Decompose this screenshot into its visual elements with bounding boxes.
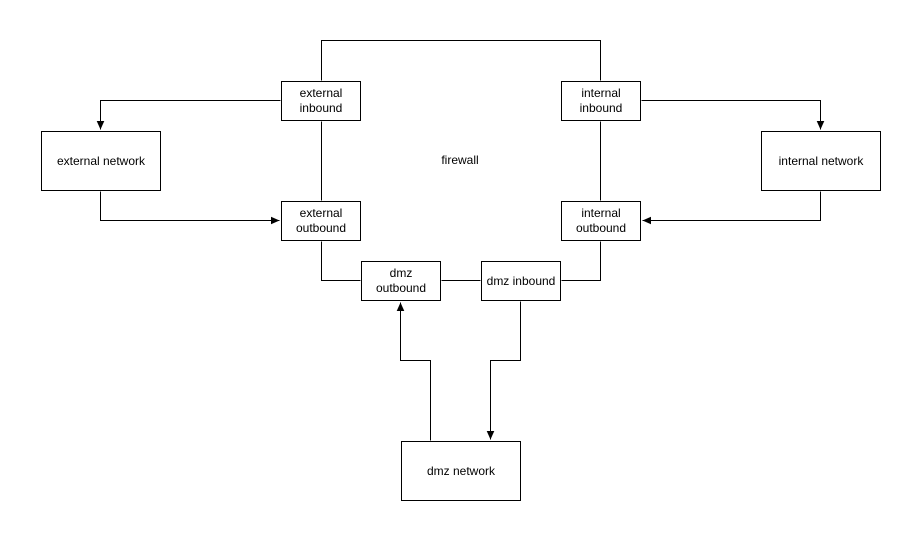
node-external-inbound-label: external inbound bbox=[299, 86, 343, 115]
node-dmz-outbound[interactable]: dmz outbound bbox=[361, 261, 441, 301]
node-internal-network-label: internal network bbox=[778, 153, 864, 168]
node-internal-network[interactable]: internal network bbox=[761, 131, 881, 191]
node-internal-inbound-label: internal inbound bbox=[579, 86, 623, 115]
edge-internal-outbound-to-dmz-inbound[interactable] bbox=[561, 241, 601, 281]
edge-external-outbound-to-dmz-outbound[interactable] bbox=[321, 241, 361, 281]
node-external-outbound-label: external outbound bbox=[295, 206, 347, 235]
node-external-outbound[interactable]: external outbound bbox=[281, 201, 361, 241]
edge-external-network-to-external-outbound[interactable] bbox=[100, 191, 280, 225]
node-dmz-inbound-label: dmz inbound bbox=[486, 273, 556, 288]
node-external-network-label: external network bbox=[56, 153, 146, 168]
node-external-network[interactable]: external network bbox=[41, 131, 161, 191]
node-dmz-network[interactable]: dmz network bbox=[401, 441, 521, 501]
firewall-label: firewall bbox=[441, 153, 479, 167]
node-internal-outbound[interactable]: internal outbound bbox=[561, 201, 641, 241]
edge-external-inbound-to-internal-inbound[interactable] bbox=[321, 40, 601, 81]
edge-internal-inbound-to-internal-network[interactable] bbox=[641, 100, 825, 130]
node-dmz-inbound[interactable]: dmz inbound bbox=[481, 261, 561, 301]
node-internal-outbound-label: internal outbound bbox=[575, 206, 627, 235]
edge-dmz-network-to-dmz-outbound[interactable] bbox=[396, 302, 431, 441]
node-dmz-outbound-label: dmz outbound bbox=[375, 266, 427, 295]
node-external-inbound[interactable]: external inbound bbox=[281, 81, 361, 121]
edge-external-inbound-to-external-network[interactable] bbox=[96, 100, 281, 130]
node-internal-inbound[interactable]: internal inbound bbox=[561, 81, 641, 121]
node-dmz-network-label: dmz network bbox=[426, 463, 496, 478]
edge-internal-network-to-internal-outbound[interactable] bbox=[642, 191, 821, 225]
edge-dmz-inbound-to-dmz-network[interactable] bbox=[486, 301, 521, 440]
